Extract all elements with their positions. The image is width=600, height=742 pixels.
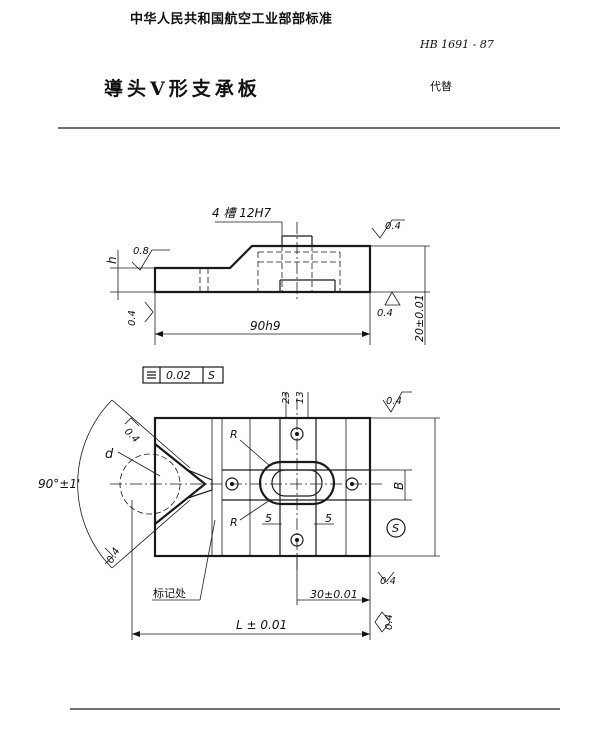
organization-header: 中华人民共和国航空工业部部标准 — [130, 12, 333, 27]
roughness-04-bottom: 0.4 — [380, 576, 396, 587]
standard-number: HB 1691 - 87 — [420, 38, 494, 51]
roughness-04-topview: 0.4 — [386, 396, 402, 407]
roughness-04-top: 0.4 — [385, 221, 401, 232]
angle-dim: 90°±1' — [38, 477, 80, 491]
datum-s: S — [392, 522, 399, 535]
roughness-04-lower-left: 0.4 — [105, 546, 122, 565]
offset-30: 30±0.01 — [310, 588, 358, 601]
dim-height-20: 20±0.01 — [413, 294, 426, 342]
dim-l: L ± 0.01 — [236, 618, 287, 632]
dim-23: 23 — [281, 391, 292, 404]
roughness-04-left: 0.4 — [127, 310, 138, 326]
symmetry-tol-value: 0.02 — [166, 369, 191, 382]
dim-h: h — [105, 256, 119, 264]
dim-d: d — [105, 447, 114, 462]
dim-5-left: 5 — [265, 512, 272, 525]
dim-5-right: 5 — [325, 512, 332, 525]
roughness-08: 0.8 — [133, 246, 149, 257]
radius-r-top: R — [230, 428, 238, 441]
slot-label: 4 槽 12H7 — [212, 206, 272, 220]
replaces-label: 代替 — [430, 80, 452, 93]
roughness-04-upper-left: 0.4 — [122, 426, 141, 445]
symmetry-tolerance-frame — [142, 366, 224, 384]
dim-length-90: 90h9 — [250, 319, 281, 333]
engrave-note: 标记处 — [153, 586, 186, 600]
dim-b: B — [392, 482, 406, 490]
dim-13: 13 — [295, 391, 306, 404]
top-view — [77, 391, 440, 640]
side-view — [110, 219, 430, 345]
roughness-04-right: 0.4 — [384, 614, 395, 630]
roughness-04-side: 0.4 — [377, 308, 393, 319]
radius-r-bottom: R — [230, 516, 238, 529]
document-title: 導头V形支承板 — [104, 78, 261, 100]
symmetry-datum: S — [208, 369, 215, 382]
